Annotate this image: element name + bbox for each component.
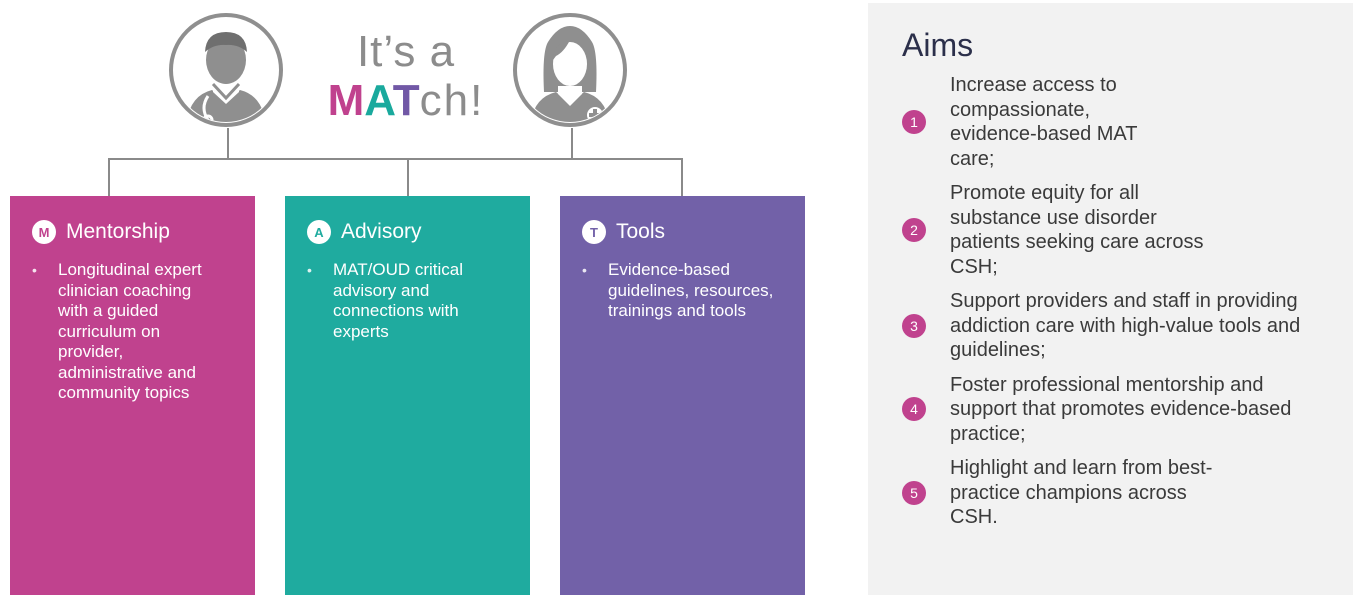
aim-item: 2 Promote equity for all substance use d… [902, 181, 1353, 279]
advisory-header: A Advisory [307, 218, 514, 246]
aim-number-badge: 5 [902, 480, 926, 505]
title-letter-a: A [364, 76, 393, 125]
aim-item: 1 Increase access to compassionate, evid… [902, 73, 1353, 171]
advisory-title: Advisory [341, 220, 422, 243]
bullet-dot: • [307, 262, 312, 278]
aim-number-badge: 2 [902, 218, 926, 242]
aim-number-badge: 4 [902, 397, 926, 422]
tools-column: T Tools • Evidence-based guidelines, res… [560, 196, 805, 595]
connector-tools [681, 158, 683, 196]
aims-title: Aims [902, 27, 974, 63]
tools-bullet: • Evidence-based guidelines, resources, … [582, 260, 789, 322]
connector-doctor [227, 128, 229, 159]
advisory-bullet: • MAT/OUD critical advisory and connecti… [307, 260, 514, 342]
title-line1: It’s a [356, 27, 456, 76]
connector-nurse [571, 128, 573, 159]
mentorship-bullet: • Longitudinal expert clinician coaching… [32, 260, 239, 404]
tools-title: Tools [616, 220, 666, 243]
aim-number-badge: 1 [902, 110, 926, 134]
tools-text: Evidence-based guidelines, resources, tr… [608, 260, 774, 320]
connector-horizontal [108, 158, 682, 160]
aim-item: 5 Highlight and learn from best-practice… [902, 456, 1353, 530]
mentorship-text: Longitudinal expert clinician coaching w… [58, 260, 202, 402]
aim-text: Highlight and learn from best-practice c… [950, 457, 1213, 528]
mentorship-title: Mentorship [66, 220, 170, 243]
advisory-text: MAT/OUD critical advisory and connection… [333, 260, 464, 341]
connector-advisory [407, 158, 409, 196]
mentorship-header: M Mentorship [32, 218, 239, 246]
advisory-badge: A [307, 220, 331, 244]
aim-item: 4 Foster professional mentorship and sup… [902, 373, 1353, 447]
title-line2: MATch! [300, 76, 512, 126]
aim-text: Increase access to compassionate, eviden… [950, 74, 1138, 170]
mentorship-column: M Mentorship • Longitudinal expert clini… [10, 196, 255, 595]
bullet-dot: • [32, 262, 37, 278]
connector-mentorship [108, 158, 110, 196]
aims-panel: Aims 1 Increase access to compassionate,… [868, 3, 1353, 595]
title-letter-m: M [327, 76, 365, 125]
title-letter-t: T [392, 76, 420, 125]
tools-badge: T [582, 220, 606, 244]
doctor-avatar-icon [168, 12, 284, 128]
match-title: It’s a MATch! [300, 30, 512, 126]
tools-header: T Tools [582, 218, 789, 246]
aim-text: Foster professional mentorship and suppo… [950, 373, 1292, 445]
aim-item: 3 Support providers and staff in providi… [902, 289, 1353, 363]
aim-number-badge: 3 [902, 313, 926, 338]
advisory-column: A Advisory • MAT/OUD critical advisory a… [285, 196, 530, 595]
bullet-dot: • [582, 262, 587, 278]
aim-text: Support providers and staff in providing… [950, 290, 1301, 361]
mentorship-badge: M [32, 220, 56, 244]
aim-text: Promote equity for all substance use dis… [950, 182, 1204, 278]
title-rest: ch! [419, 76, 485, 125]
nurse-avatar-icon [512, 12, 628, 128]
